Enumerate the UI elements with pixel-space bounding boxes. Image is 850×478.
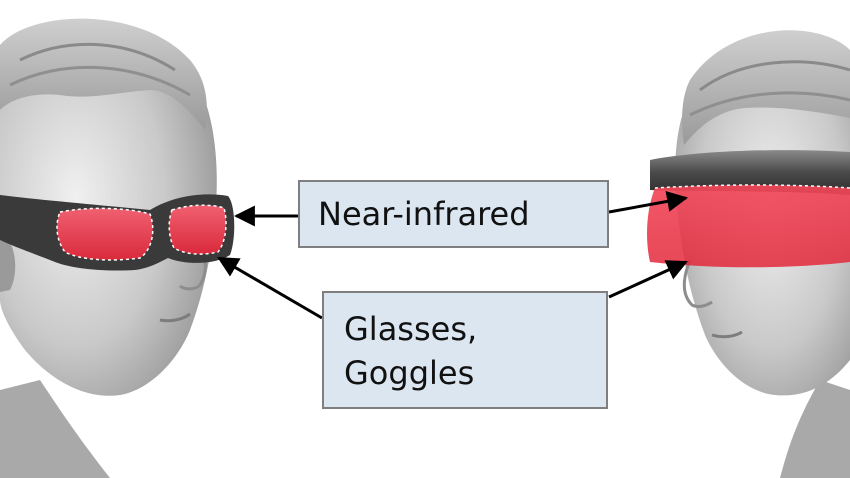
arrow-glasses-to-visor [608,260,688,299]
near-infrared-label-box: Near-infrared [298,180,609,248]
visor-headband [650,150,850,195]
glasses-goggles-label-box: Glasses, Goggles [322,291,608,409]
near-infrared-label: Near-infrared [318,195,530,233]
right-head [647,30,850,478]
glasses-lens-right [168,204,227,255]
glasses-lens-left [56,207,154,261]
visor-lens [647,185,850,268]
arrow-nir-to-visor [608,191,689,214]
arrows [217,191,689,320]
glasses-label: Glasses, [344,310,478,348]
goggles-label: Goggles [344,354,475,392]
left-head [0,18,235,478]
arrow-glasses-to-goggles [217,256,323,320]
